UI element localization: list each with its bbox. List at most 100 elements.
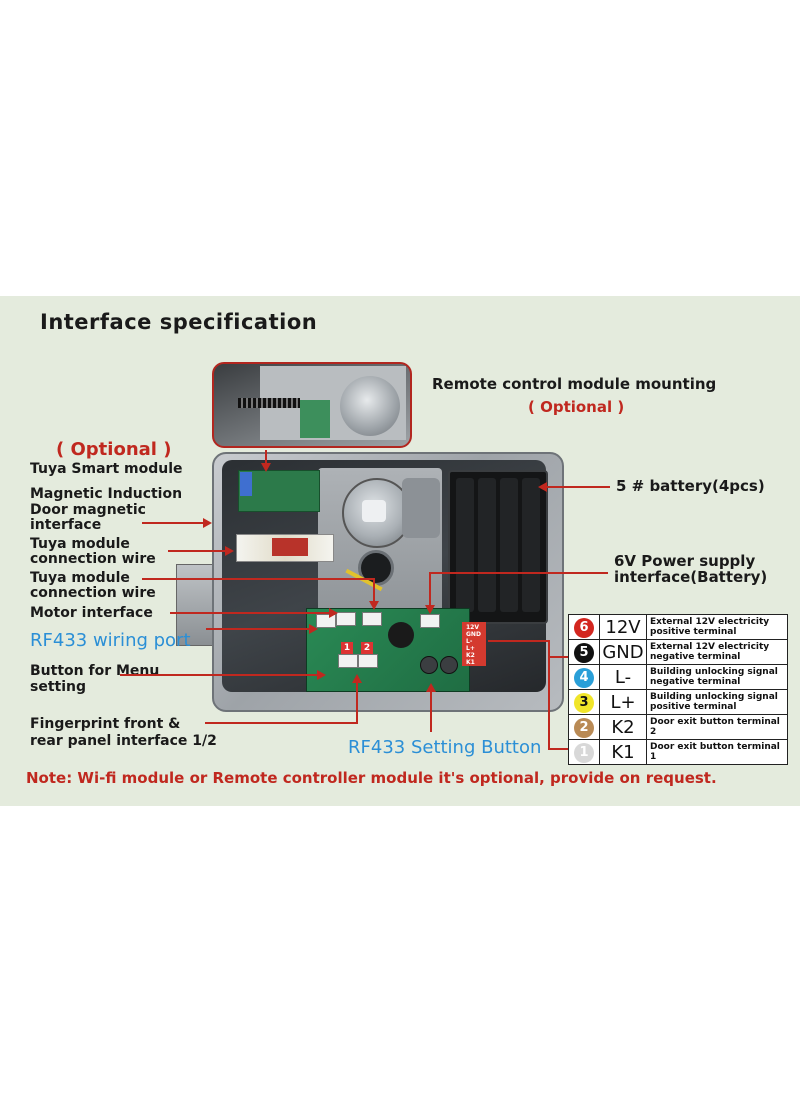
menu-button-label-a: Button for Menu — [30, 663, 160, 679]
terminal-desc: Building unlocking signal — [650, 667, 778, 677]
menu-button-label-b: setting — [30, 679, 86, 695]
remote-module-label: Remote control module mounting — [432, 375, 717, 393]
tuya-wire-label-1b: connection wire — [30, 551, 156, 567]
arrow-head — [225, 546, 234, 556]
terminal-desc: negative terminal — [650, 652, 741, 662]
fingerprint-label-a: Fingerprint front & — [30, 716, 181, 732]
terminal-number-badge: 2 — [574, 718, 594, 738]
arrow-head — [329, 608, 338, 618]
arrow-line — [430, 690, 432, 732]
buzzer — [388, 622, 414, 648]
arrow-line — [429, 572, 431, 606]
tuya-smart-label: Tuya Smart module — [30, 461, 183, 477]
terminal-desc: negative terminal — [650, 677, 741, 687]
power-connector — [420, 614, 440, 628]
terminal-code: L+ — [599, 689, 647, 715]
arrow-head — [203, 518, 212, 528]
terminal-desc: Building unlocking signal — [650, 692, 778, 702]
tuya-antenna — [240, 472, 252, 496]
magnetic-label-2: Door magnetic — [30, 502, 146, 518]
power-label-b: interface(Battery) — [614, 568, 768, 586]
motor-interface-label: Motor interface — [30, 605, 153, 621]
strip-label: 12V — [466, 624, 479, 631]
terminal-desc: positive terminal — [650, 702, 737, 712]
motor-hub — [362, 500, 386, 522]
arrow-line — [546, 486, 610, 488]
terminal-number-badge: 1 — [574, 743, 594, 763]
remote-optional-label: ( Optional ) — [528, 398, 625, 416]
terminal-strip — [462, 622, 486, 666]
arrow-line — [430, 572, 608, 574]
terminal-row: 1 K1 Door exit button terminal 1 — [568, 739, 788, 765]
strip-label: GND — [466, 631, 481, 638]
arrow-head — [369, 601, 379, 610]
battery-slot — [456, 478, 474, 612]
footnote: Note: Wi-fi module or Remote controller … — [26, 769, 717, 787]
arrow-line — [205, 722, 357, 724]
rf433-port-label: RF433 wiring port — [30, 630, 191, 651]
arrow-line — [356, 682, 358, 724]
arrow-head — [309, 624, 318, 634]
terminal-number-badge: 3 — [574, 693, 594, 713]
battery-slot — [478, 478, 496, 612]
terminal-strip-labels: 12V GND L- L+ K2 K1 — [466, 624, 481, 666]
inset-antenna-spring — [238, 398, 300, 408]
terminal-code: K2 — [599, 714, 647, 740]
strip-label: K2 — [466, 652, 475, 659]
terminal-number-badge: 4 — [574, 668, 594, 688]
battery-label: 5 # battery(4pcs) — [616, 477, 765, 495]
terminal-desc: Door exit button terminal 2 — [650, 717, 780, 737]
terminal-number-badge: 6 — [574, 618, 594, 638]
magnetic-label-3: interface — [30, 517, 102, 533]
arrow-line — [142, 578, 374, 580]
arrow-head — [352, 674, 362, 683]
terminal-code: L- — [599, 664, 647, 690]
arrow-line — [168, 550, 226, 552]
tuya-wire-label-2a: Tuya module — [30, 570, 130, 586]
tuya-wire-label-2b: connection wire — [30, 585, 156, 601]
connector-tag-2: 2 — [361, 642, 373, 654]
arrow-head — [317, 670, 326, 680]
arrow-line — [142, 522, 204, 524]
terminal-desc: positive terminal — [650, 627, 737, 637]
motor-connector — [336, 612, 356, 626]
arrow-line — [120, 674, 318, 676]
terminal-desc: External 12V electricity — [650, 642, 770, 652]
arrow-line — [206, 628, 310, 630]
gear-housing — [402, 478, 440, 538]
strip-label: K1 — [466, 659, 475, 666]
arrow-line — [170, 612, 330, 614]
arrow-head — [261, 463, 271, 472]
terminal-number-badge: 5 — [574, 643, 594, 663]
terminal-code: 12V — [599, 614, 647, 640]
arrow-line — [265, 450, 267, 464]
wire-wrap — [272, 538, 308, 556]
tuya-optional-label: ( Optional ) — [56, 439, 172, 460]
terminal-desc: External 12V electricity — [650, 617, 770, 627]
strip-label: L+ — [466, 645, 475, 652]
arrow-head — [538, 482, 547, 492]
tuya-connector — [362, 612, 382, 626]
power-label-a: 6V Power supply — [614, 552, 756, 570]
fingerprint-connector-1 — [338, 654, 358, 668]
arrow-line — [373, 578, 375, 602]
arrow-head — [425, 605, 435, 614]
inset-motor — [340, 376, 400, 436]
battery-slot — [500, 478, 518, 612]
connector-tag-1: 1 — [341, 642, 353, 654]
terminal-code: GND — [599, 639, 647, 665]
arrow-line — [548, 656, 568, 658]
fingerprint-label-b: rear panel interface 1/2 — [30, 733, 217, 749]
arrow-line — [488, 640, 550, 642]
terminal-desc: Door exit button terminal 1 — [650, 742, 780, 762]
terminal-code: K1 — [599, 739, 647, 765]
page-title: Interface specification — [40, 310, 318, 334]
battery-slot — [522, 478, 540, 612]
terminal-row: 2 K2 Door exit button terminal 2 — [568, 714, 788, 740]
capacitor — [440, 656, 458, 674]
capacitor — [420, 656, 438, 674]
